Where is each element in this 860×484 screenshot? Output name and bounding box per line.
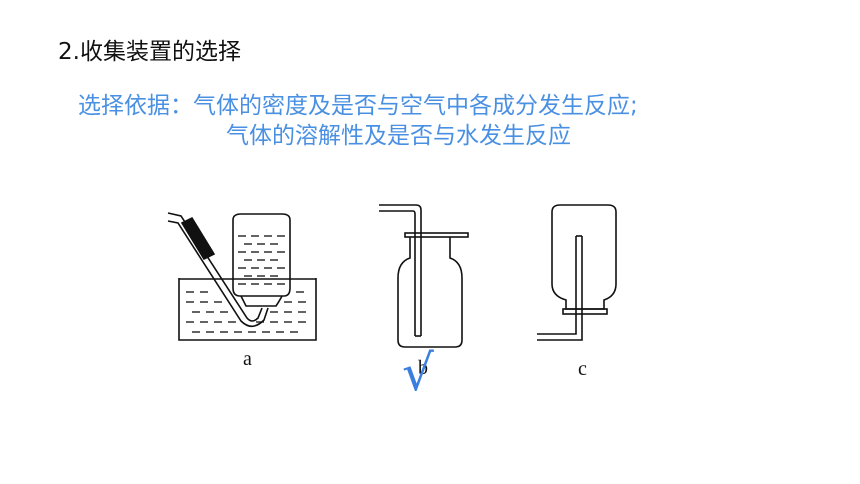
water-in-trough [186,291,306,333]
glass-plate [404,232,469,238]
delivery-tube-outer [167,212,263,322]
figure-label-b: b [418,357,428,379]
apparatus-c-inverted-bottle [537,204,617,341]
delivery-tube-inner [537,236,583,341]
water-trough [178,278,317,341]
check-mark-icon: √ [402,344,434,402]
bottle-mouth [240,295,283,307]
delivery-tube-inner [379,210,416,336]
delivery-tube-inner [167,220,269,328]
figure-label-a: a [243,348,252,370]
selection-basis-line-1: 选择依据：气体的密度及是否与空气中各成分发生反应; [78,93,638,119]
apparatus-a-water-displacement [167,212,317,341]
inverted-bottle [551,204,617,310]
delivery-tube-outer [379,204,422,336]
section-heading: 2.收集装置的选择 [58,39,241,65]
rubber-connector [180,216,216,261]
figure-label-c: c [578,358,587,380]
gas-bottle [397,237,463,348]
apparatus-b-gas-bottle [379,204,469,348]
water-in-bottle [238,235,285,285]
bottle-plate [562,308,608,315]
inverted-gas-bottle [232,213,291,297]
selection-basis-line-2: 气体的溶解性及是否与水发生反应 [226,123,571,149]
delivery-tube-outer [537,236,577,335]
